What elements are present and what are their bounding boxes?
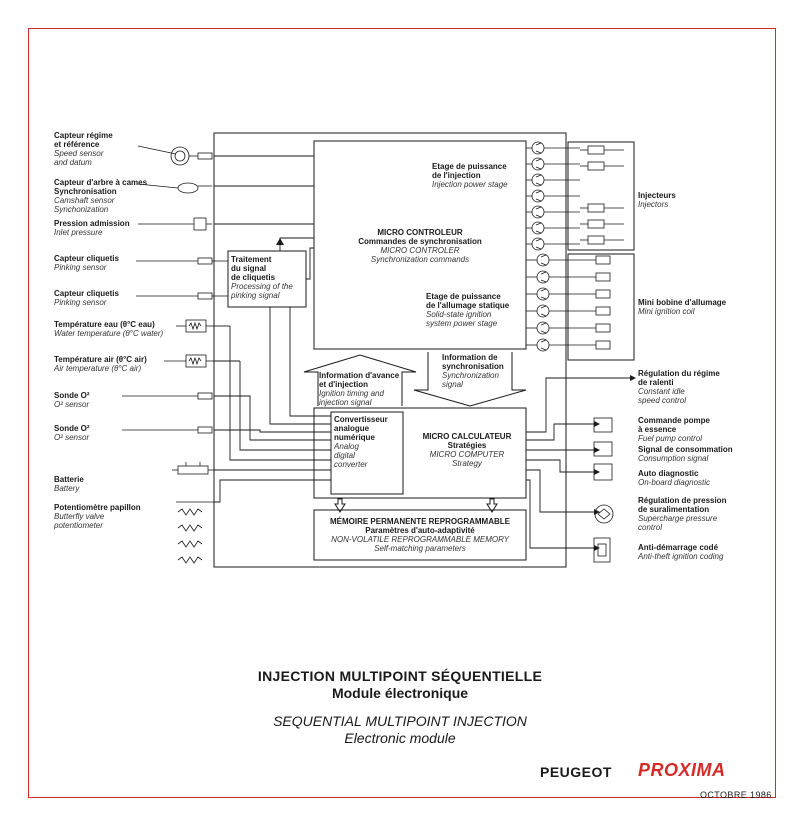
- avance-arrow: [303, 354, 417, 406]
- injector-symbol: [587, 235, 605, 245]
- brand-make: PEUGEOT: [540, 764, 612, 780]
- subtitle-english: Electronic module: [344, 730, 456, 746]
- injector-symbol: [587, 145, 605, 155]
- injector-symbol: [587, 219, 605, 229]
- coils-frame: [567, 253, 635, 361]
- title-block: INJECTION MULTIPOINT SÉQUENTIELLE Module…: [0, 668, 800, 746]
- memoire-block: [313, 509, 527, 561]
- coil-symbol: [595, 289, 611, 299]
- coil-symbol: [595, 306, 611, 316]
- micro-calculateur-block: [313, 407, 527, 499]
- block-diagram: [122, 132, 636, 568]
- memoire-arrow-down: [486, 498, 498, 513]
- input-air-temperature: Température air (θ°C air)Air temperature…: [54, 355, 147, 373]
- micro-controleur-block: [313, 140, 527, 350]
- coil-symbol: [595, 255, 611, 265]
- injector-symbol: [587, 161, 605, 171]
- synchro-arrow: [413, 352, 527, 407]
- coil-symbol: [595, 323, 611, 333]
- antitheft-symbol: [593, 537, 611, 563]
- memoire-arrow-up: [334, 498, 346, 513]
- publication-date: OCTOBRE 1986: [700, 790, 772, 800]
- convertisseur-block: [330, 411, 404, 495]
- title-french: INJECTION MULTIPOINT SÉQUENTIELLE: [257, 668, 543, 684]
- coil-symbol: [595, 340, 611, 350]
- brand-model-logo: PROXIMA: [638, 760, 726, 780]
- page-frame: [28, 28, 776, 798]
- subtitle-french: Module électronique: [331, 685, 469, 701]
- input-water-temperature: Température eau (θ°C eau)Water temperatu…: [54, 320, 164, 338]
- injector-symbol: [587, 203, 605, 213]
- module-outline: [213, 132, 567, 568]
- title-english: SEQUENTIAL MULTIPOINT INJECTION: [273, 713, 527, 729]
- coil-symbol: [595, 272, 611, 282]
